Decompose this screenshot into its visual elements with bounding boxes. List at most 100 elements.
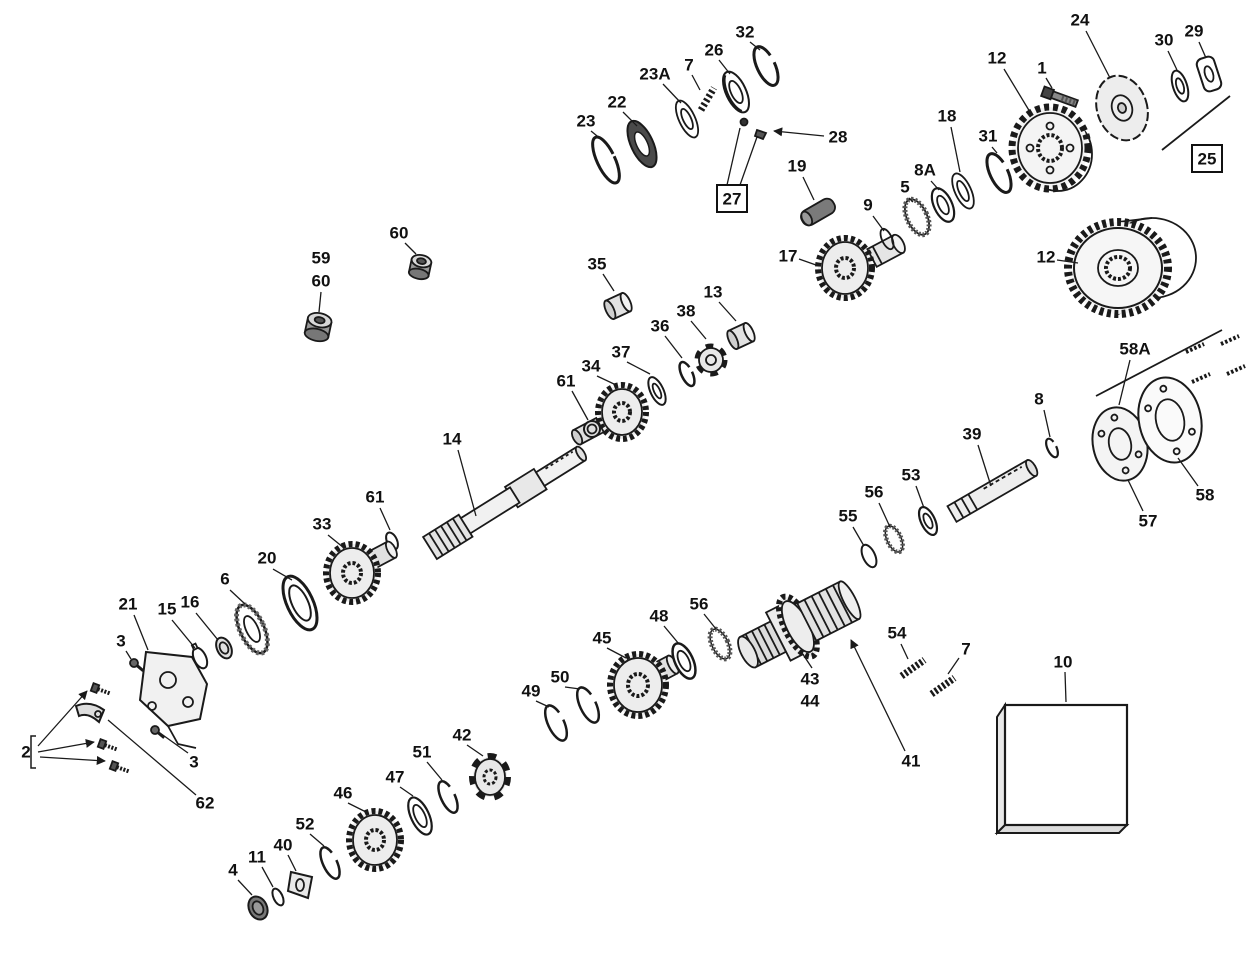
leader-line-8A <box>930 180 940 191</box>
callout-60: 60 <box>312 272 331 291</box>
part-plug-60 <box>407 254 433 281</box>
part-retaining-ring-23 <box>591 135 621 185</box>
leader-line-49 <box>535 700 550 708</box>
part-ring-50 <box>575 686 601 724</box>
callout-41: 41 <box>902 752 921 771</box>
callout-20: 20 <box>258 549 277 568</box>
callout-61: 61 <box>557 372 576 391</box>
leader-line-46 <box>347 802 367 813</box>
callout-12: 12 <box>988 49 1007 68</box>
callout-31: 31 <box>979 127 998 146</box>
callout-54: 54 <box>888 624 907 643</box>
part-washer-18 <box>951 172 975 210</box>
part-race-8A <box>930 187 956 223</box>
bracket-line-58A <box>1095 329 1223 397</box>
callout-27: 27 <box>723 190 742 209</box>
part-nut-61 <box>583 420 601 438</box>
callout-23: 23 <box>577 112 596 131</box>
leader-line-4 <box>237 879 253 896</box>
callout-2: 2 <box>21 743 30 762</box>
callout-38: 38 <box>677 302 696 321</box>
part-sprocket-12 <box>1008 103 1093 193</box>
part-screw-3b <box>150 725 166 739</box>
callout-7: 7 <box>961 640 970 659</box>
part-pin-19 <box>800 197 836 227</box>
leader-line-2 <box>37 690 88 747</box>
callout-50: 50 <box>551 668 570 687</box>
callout-24: 24 <box>1071 11 1090 30</box>
callout-26: 26 <box>705 41 724 60</box>
part-retaining-ring-32 <box>752 45 780 87</box>
leader-line-14 <box>457 449 477 517</box>
callout-49: 49 <box>522 682 541 701</box>
leader-line-24 <box>1085 30 1111 79</box>
leader-line-8 <box>1043 409 1051 438</box>
leader-line-17 <box>798 258 817 266</box>
leader-line-27 <box>726 127 741 186</box>
callout-9: 9 <box>863 196 872 215</box>
part-plate-29 <box>1195 55 1223 93</box>
leader-line-50 <box>564 686 581 690</box>
part-bracket-21 <box>138 650 209 749</box>
callout-53: 53 <box>902 466 921 485</box>
part-washer-53 <box>917 505 939 537</box>
leader-line-6 <box>229 589 246 605</box>
part-ring-49 <box>543 704 569 742</box>
callout-box-27 <box>716 184 748 213</box>
callout-44: 44 <box>801 692 820 711</box>
part-washer-37 <box>647 376 667 406</box>
callout-37: 37 <box>612 343 631 362</box>
part-plug-59-60 <box>303 311 333 343</box>
leader-line-57 <box>1127 479 1144 512</box>
callout-29: 29 <box>1185 22 1204 41</box>
leader-line-62 <box>107 719 197 796</box>
leader-line-19 <box>802 176 815 201</box>
leader-line-2 <box>39 755 106 766</box>
leader-line-15 <box>171 619 196 649</box>
callout-3: 3 <box>116 632 125 651</box>
part-race-48 <box>671 642 697 680</box>
leader-line-55 <box>852 526 865 547</box>
callout-10: 10 <box>1054 653 1073 672</box>
leader-line-33 <box>327 534 345 549</box>
callout-60: 60 <box>390 224 409 243</box>
leader-line-45 <box>606 647 627 659</box>
callout-33: 33 <box>313 515 332 534</box>
leader-line-58A <box>1118 359 1131 406</box>
part-screw-2c <box>108 760 130 774</box>
leader-line-9 <box>872 215 885 232</box>
leader-line-32 <box>749 41 761 51</box>
callout-21: 21 <box>119 595 138 614</box>
leader-line-48 <box>663 625 680 645</box>
leader-line-16 <box>195 612 219 641</box>
callout-box-25 <box>1191 144 1223 173</box>
leader-line-36 <box>664 335 683 359</box>
part-washer-47 <box>407 796 433 836</box>
part-gasket-kit-box-10 <box>994 701 1130 836</box>
callout-11: 11 <box>248 848 266 867</box>
leader-line-30 <box>1167 50 1178 71</box>
callout-57: 57 <box>1139 512 1158 531</box>
part-bushing-13 <box>726 321 756 351</box>
part-countershaft-39 <box>946 458 1039 524</box>
callout-28: 28 <box>829 128 848 147</box>
part-nut-16 <box>215 636 233 660</box>
leader-line-29 <box>1198 41 1207 59</box>
part-ring-36 <box>678 360 696 388</box>
leader-line-43 <box>799 649 813 669</box>
callout-47: 47 <box>386 768 405 787</box>
callout-5: 5 <box>900 178 909 197</box>
leader-lines-layer <box>37 30 1207 896</box>
part-spring-54 <box>899 657 927 679</box>
callout-4: 4 <box>228 861 238 880</box>
part-lever-62 <box>74 702 106 724</box>
leader-line-58 <box>1177 457 1199 487</box>
callout-59: 59 <box>312 249 331 268</box>
callout-23A: 23A <box>639 65 670 84</box>
bracket-line-25 <box>1161 95 1231 151</box>
leader-line-53 <box>915 485 925 509</box>
leader-line-47 <box>399 786 414 797</box>
leader-line-27 <box>739 136 758 186</box>
part-gear-45 <box>607 651 680 719</box>
